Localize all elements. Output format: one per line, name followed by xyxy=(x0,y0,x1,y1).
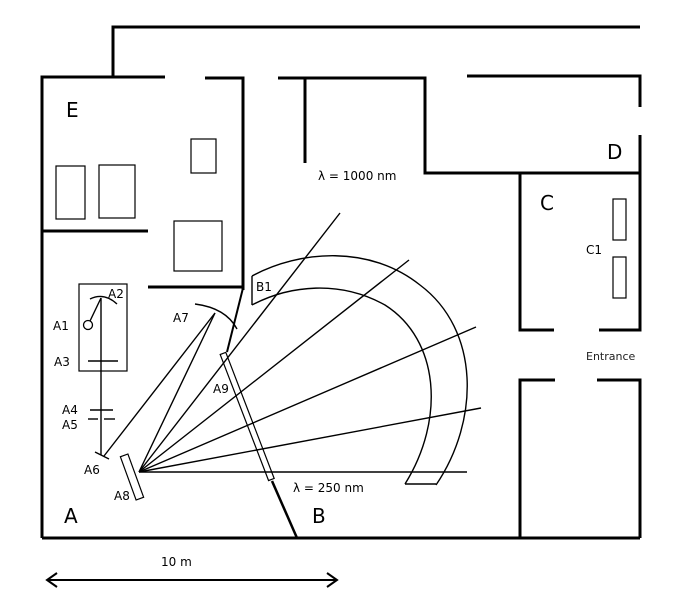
label-a7: A7 xyxy=(173,311,189,325)
walls xyxy=(40,25,642,540)
dispersion-ray xyxy=(138,326,477,473)
a9-detector-bar xyxy=(219,351,275,482)
entrance-label: Entrance xyxy=(586,350,636,363)
a1-beam xyxy=(89,297,102,322)
label-a6: A6 xyxy=(84,463,100,477)
b1-outer-arc xyxy=(251,255,468,486)
scale-arrow-left-icon xyxy=(45,572,58,588)
room-b-top-wall xyxy=(278,76,640,175)
room-label-b: B xyxy=(312,504,326,528)
room-e-wall-top-right xyxy=(205,76,245,290)
label-a8: A8 xyxy=(114,489,130,503)
furniture-box xyxy=(190,138,217,174)
a8-grating xyxy=(119,453,145,501)
room-label-d: D xyxy=(607,140,622,164)
c1-cabinet xyxy=(612,256,627,299)
a6-mirror xyxy=(94,451,110,460)
dispersion-ray xyxy=(138,407,482,473)
a1-light-source xyxy=(82,319,94,331)
label-a3: A3 xyxy=(54,355,70,369)
b1-arc xyxy=(251,255,468,486)
scale-bar xyxy=(45,572,339,588)
label-a9: A9 xyxy=(213,382,229,396)
label-b1: B1 xyxy=(256,280,272,294)
room-e-wall-top-left xyxy=(40,75,165,538)
label-c1: C1 xyxy=(586,243,602,257)
furniture-box xyxy=(55,165,86,220)
lambda-1000-label: λ = 1000 nm xyxy=(318,169,396,183)
beam-a6-a7 xyxy=(103,312,216,457)
c1-cabinet xyxy=(612,198,627,241)
b1-inner-arc xyxy=(251,287,432,485)
scale-arrow-right-icon xyxy=(326,572,339,588)
partition-diagonal xyxy=(226,287,244,353)
room-b-diagonal-wall xyxy=(270,480,299,539)
c1-cabinets xyxy=(612,198,627,299)
light-source-housing xyxy=(78,283,128,372)
lambda-250-label: λ = 250 nm xyxy=(293,481,364,495)
label-a1: A1 xyxy=(53,319,69,333)
label-a2: A2 xyxy=(108,287,124,301)
lower-room-wall-right xyxy=(597,378,642,538)
room-c-wall-left xyxy=(518,173,554,332)
scale-label: 10 m xyxy=(161,555,192,569)
furniture-box xyxy=(98,164,136,219)
room-d-top-wall xyxy=(467,74,642,107)
room-label-a: A xyxy=(64,504,78,528)
dispersion-ray xyxy=(138,259,410,473)
furniture-box xyxy=(173,220,223,272)
room-label-c: C xyxy=(540,191,554,215)
spectrometer xyxy=(78,283,275,501)
label-a4: A4 xyxy=(62,403,78,417)
room-c-wall-right xyxy=(599,173,642,332)
a7-mirror xyxy=(194,303,238,330)
a2-mirror xyxy=(89,295,118,305)
labels: E D C A B A1 A2 A3 A4 A5 A6 A7 A8 A9 B1 … xyxy=(53,98,636,569)
beam-a7-a8 xyxy=(138,312,216,473)
outer-top-wall xyxy=(111,25,640,77)
label-a5: A5 xyxy=(62,418,78,432)
room-e-furniture xyxy=(55,138,223,272)
dispersion-ray xyxy=(138,212,341,473)
room-label-e: E xyxy=(66,98,79,122)
lower-room-wall-left xyxy=(518,378,555,538)
